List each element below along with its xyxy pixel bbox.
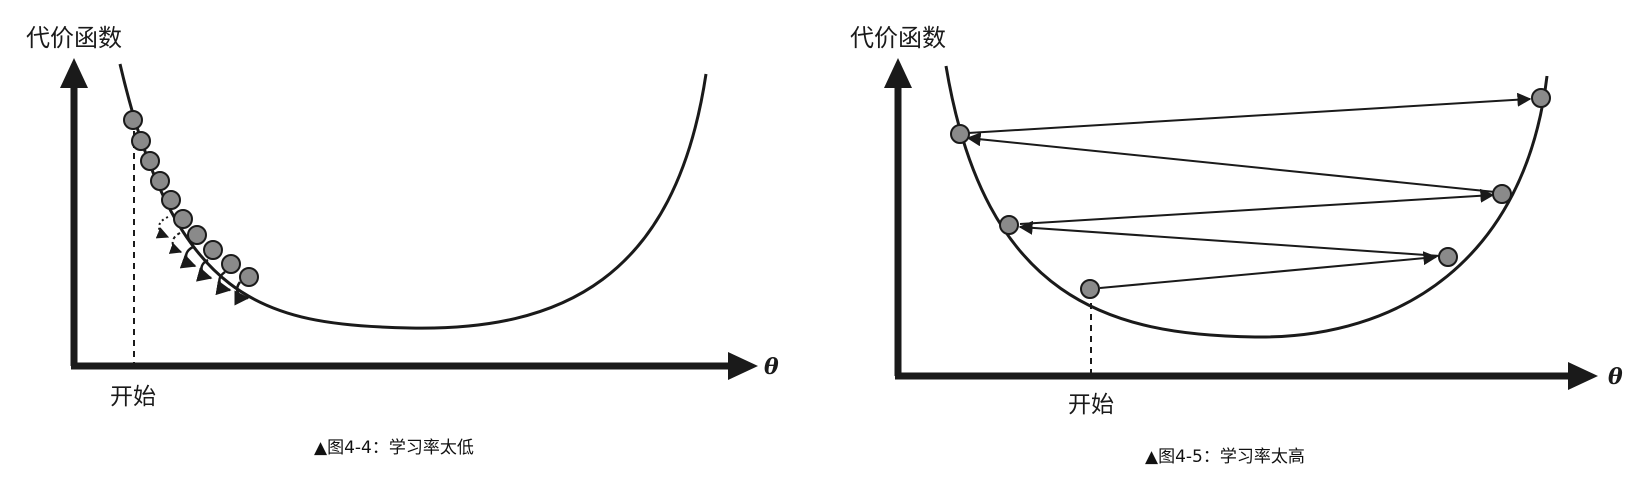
descent-point [950,124,970,144]
y-axis-arrowhead [60,58,88,88]
step-arrow [967,92,1532,134]
descent-point [140,151,160,171]
descent-point [150,171,170,191]
start-label: 开始 [110,384,156,410]
descent-point [123,110,143,130]
y-axis-arrowhead [884,58,912,88]
descent-point [221,254,241,274]
descent-point [1492,184,1512,204]
x-axis-label: θ [1608,364,1623,390]
figure-low-learning-rate: 代价函数 θ 开始 ▲图4-4：学习率太低 [26,24,779,458]
start-label: 开始 [1068,392,1114,418]
step-arrow [215,270,232,296]
figure-high-learning-rate: 代价函数 θ 开始 ▲图4-5：学习率太高 [850,24,1623,467]
step-arrow [966,132,1496,193]
descent-point [161,190,181,210]
descent-point [173,209,193,229]
descent-point [203,240,223,260]
descent-point [999,215,1019,235]
descent-point [1080,279,1100,299]
cost-curve [118,63,708,330]
x-axis-label: θ [764,354,779,380]
step-arrow [1019,188,1495,225]
descent-point [1438,247,1458,267]
step-arrow [179,245,197,269]
step-arrow [155,216,170,239]
figure-caption: ▲图4-4：学习率太低 [314,438,474,458]
descent-point [131,131,151,151]
y-axis-label: 代价函数 [850,24,946,52]
descent-point [1531,88,1551,108]
x-axis-arrowhead [1568,362,1598,390]
step-arrow [168,232,183,254]
figure-caption: ▲图4-5：学习率太高 [1145,447,1305,467]
x-axis-arrowhead [728,352,758,380]
descent-point [239,267,259,287]
step-arrow [1099,251,1438,289]
descent-point [187,225,207,245]
step-arrow [195,258,213,282]
step-arrow [234,281,250,306]
y-axis-label: 代价函数 [26,24,122,52]
step-arrow [1018,220,1441,257]
cost-curve [944,65,1549,339]
